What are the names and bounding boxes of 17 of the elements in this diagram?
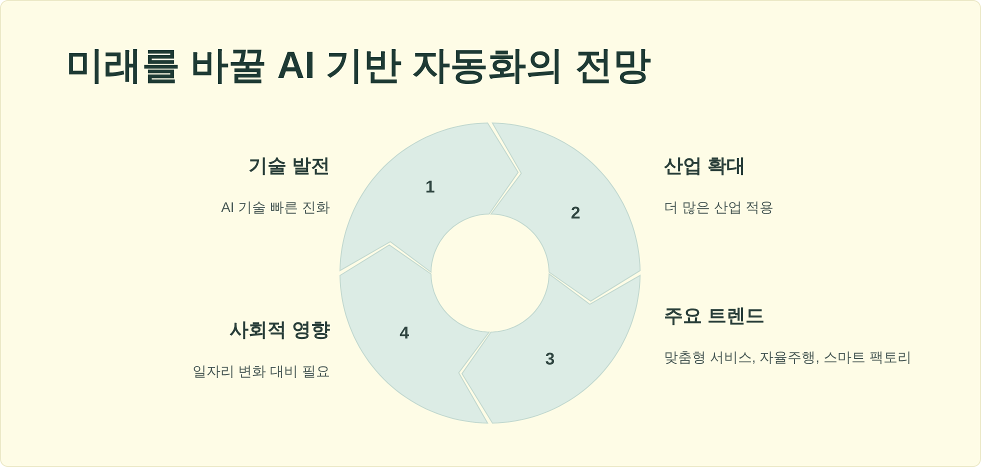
step-heading: 기술 발전 — [248, 155, 330, 179]
step-description: AI 기술 빠른 진화 — [221, 198, 330, 216]
step-number: 3 — [545, 348, 555, 370]
step-heading: 주요 트렌드 — [664, 305, 764, 329]
cycle-segment — [339, 122, 520, 274]
step-number: 2 — [570, 202, 580, 224]
step-number: 4 — [400, 322, 410, 344]
step-heading: 사회적 영향 — [230, 319, 330, 343]
title: 미래를 바꿀 AI 기반 자동화의 전망 — [66, 44, 651, 89]
cycle-segment — [490, 122, 641, 302]
cycle-segment — [460, 272, 641, 424]
step-description: 맞춤형 서비스, 자율주행, 스마트 팩토리 — [664, 348, 912, 366]
step-number: 1 — [425, 176, 435, 199]
step-description: 더 많은 산업 적용 — [664, 198, 774, 216]
step-heading: 산업 확대 — [664, 155, 746, 179]
cycle-segment — [339, 244, 490, 424]
step-description: 일자리 변화 대비 필요 — [192, 362, 330, 380]
